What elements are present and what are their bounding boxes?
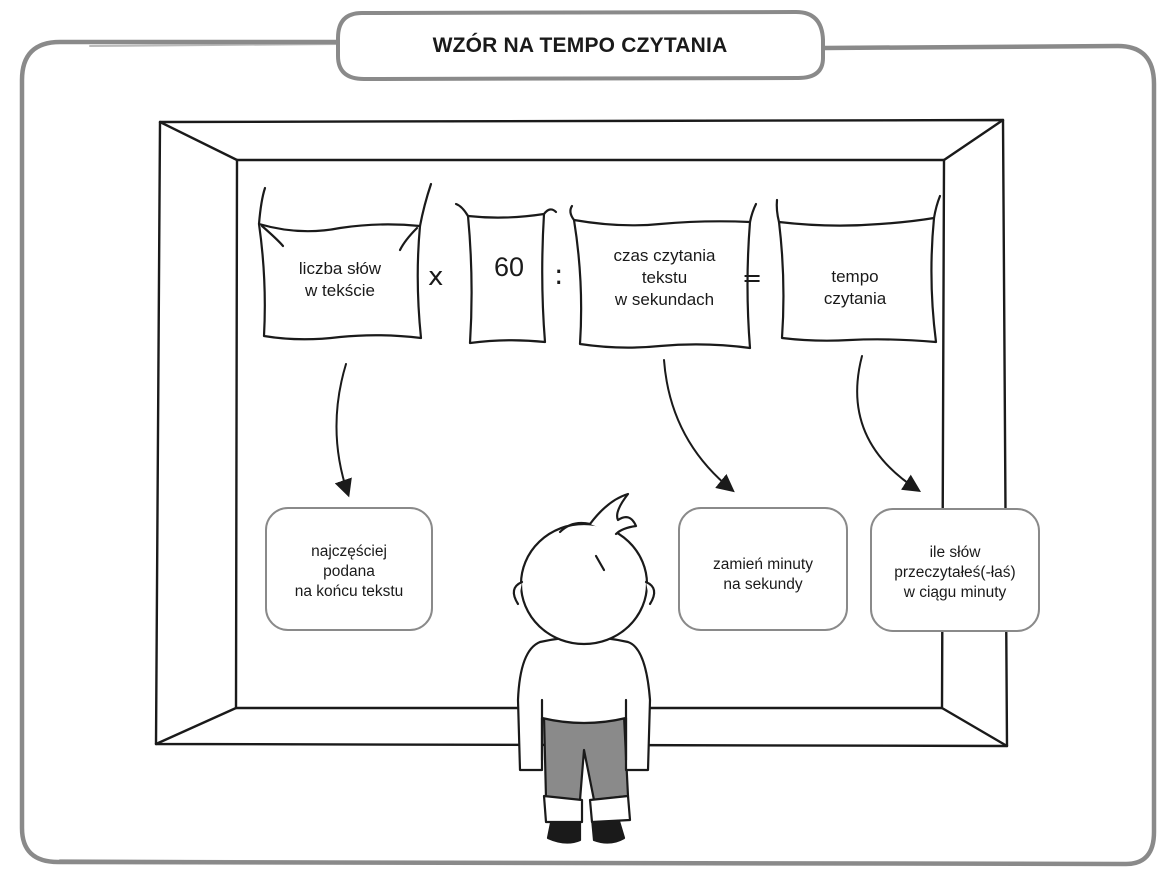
result-line-2: czytania [823, 289, 887, 308]
divide-operator: : [554, 258, 564, 291]
formula-constant-card [454, 202, 558, 345]
left-shoe [546, 816, 582, 844]
boy-illustration [512, 492, 656, 844]
note-word-count-hint: najczęściej podana na końcu tekstu [265, 542, 433, 602]
note-convert-minutes-hint: zamień minuty na sekundy [679, 555, 847, 595]
note3-line-2: przeczytałeś(-łaś) [894, 564, 1016, 581]
formula-term-word-count-card [257, 182, 433, 341]
right-shoe [590, 816, 626, 844]
formula-result-card [775, 194, 942, 344]
formula-result: tempo czytania [785, 266, 925, 310]
display-board [154, 118, 1009, 748]
note-words-per-minute-hint: ile słów przeczytałeś(-łaś) w ciągu minu… [872, 543, 1038, 603]
note1-line-2: podana [323, 563, 375, 580]
formula-reading-time: czas czytania tekstu w sekundach [582, 245, 747, 311]
term1-line-2: w tekście [305, 281, 375, 300]
result-line-1: tempo [831, 267, 879, 286]
note3-line-3: w ciągu minuty [903, 584, 1007, 601]
note-box-1 [265, 507, 433, 631]
formula-reading-time-card [569, 202, 758, 350]
arrow-term3-to-note2 [663, 359, 735, 493]
note2-line-1: zamień minuty [713, 556, 813, 573]
page-title: WZÓR NA TEMPO CZYTANIA [432, 34, 728, 57]
explanation-notes [265, 507, 1040, 632]
note1-line-1: najczęściej [311, 543, 387, 560]
outer-frame [19, 39, 1157, 867]
term1-line-1: liczba słów [298, 259, 382, 278]
title-banner [336, 9, 825, 82]
multiply-operator: x [428, 262, 444, 292]
arrow-result-to-note3 [856, 355, 922, 492]
head [519, 522, 649, 646]
term3-line-3: w sekundach [614, 290, 715, 309]
term3-line-1: czas czytania [613, 246, 716, 265]
term3-line-2: tekstu [641, 268, 688, 287]
hair [588, 492, 638, 536]
trousers [542, 714, 630, 802]
note-box-2 [678, 507, 848, 631]
formula-constant: 60 [493, 252, 525, 282]
connector-arrows [334, 355, 922, 498]
arrow-term1-to-note1 [334, 363, 352, 498]
note-box-3 [870, 508, 1040, 632]
note2-line-2: na sekundy [723, 576, 803, 593]
formula-term-word-count: liczba słów w tekście [265, 258, 415, 302]
note3-line-1: ile słów [929, 544, 981, 561]
equals-operator: = [742, 264, 763, 292]
note1-line-3: na końcu tekstu [294, 583, 404, 600]
